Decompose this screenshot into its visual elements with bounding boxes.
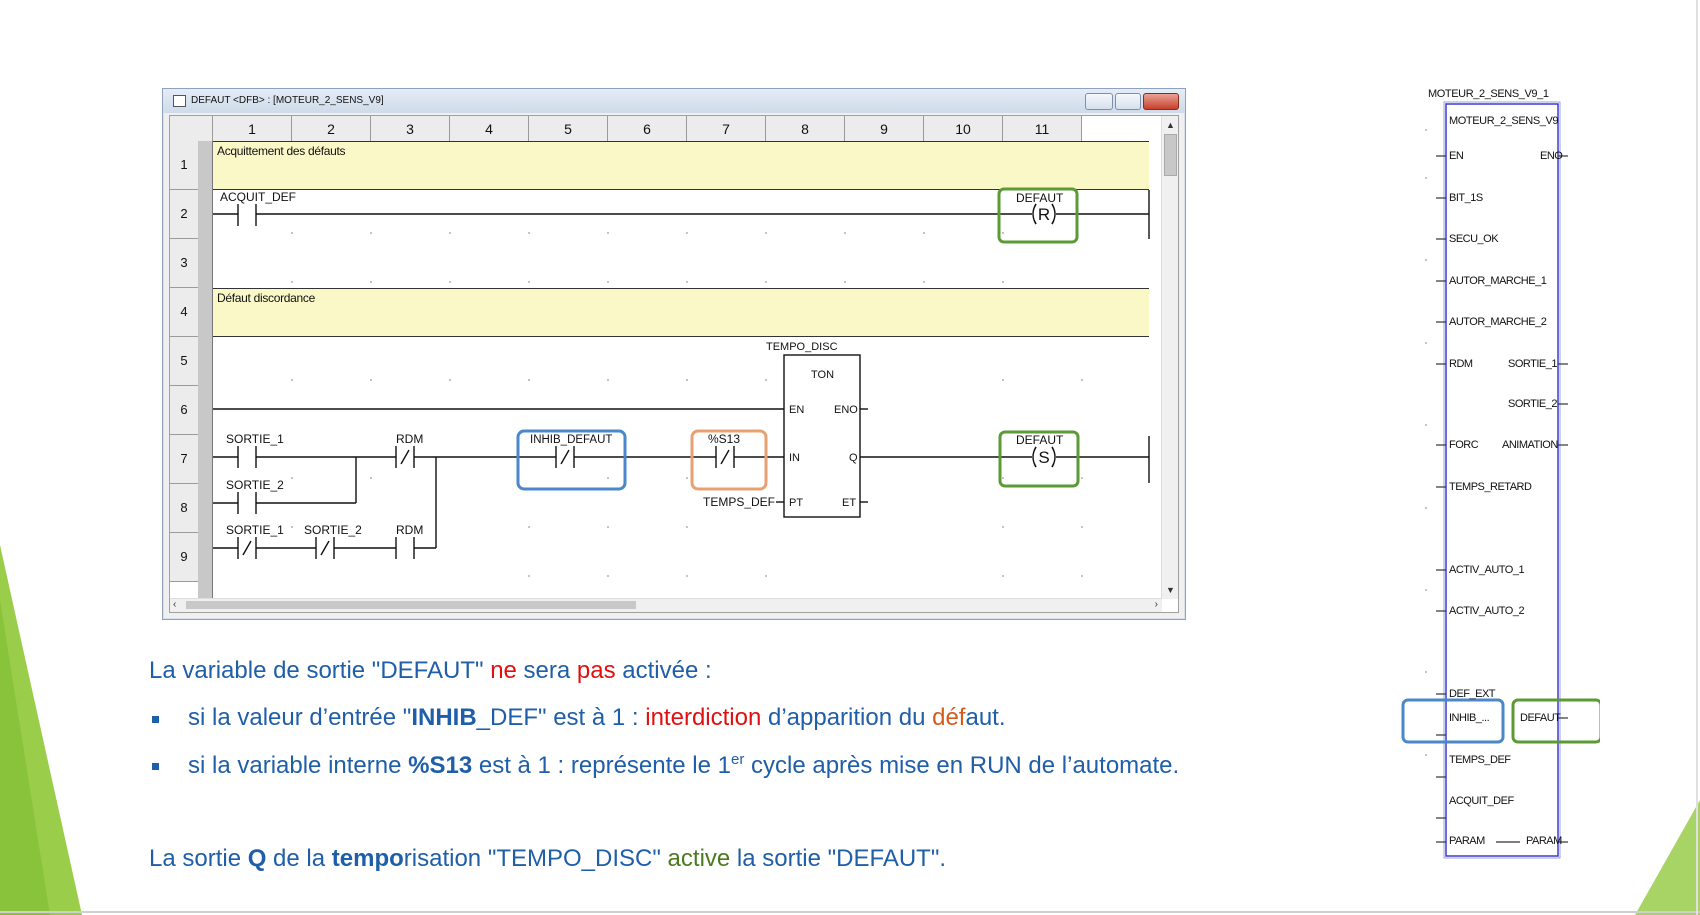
row-header[interactable]: 2 bbox=[170, 190, 199, 239]
timer-pin-q: Q bbox=[849, 452, 858, 464]
row-header[interactable]: 3 bbox=[170, 239, 199, 288]
dfb-type-name: MOTEUR_2_SENS_V9 bbox=[1449, 115, 1559, 127]
highlight-defaut-set bbox=[998, 430, 1080, 488]
dfb-block[interactable] bbox=[1380, 100, 1600, 880]
minimize-button[interactable] bbox=[1085, 93, 1113, 110]
dfb-input-pin[interactable]: RDM bbox=[1449, 358, 1473, 370]
text-line-4: La sortie Q de la temporisation "TEMPO_D… bbox=[149, 845, 947, 872]
left-power-rail-gutter bbox=[198, 141, 213, 599]
highlight-s13 bbox=[690, 429, 768, 491]
timer-type: TON bbox=[811, 369, 834, 381]
window-titlebar[interactable]: DEFAUT <DFB> : [MOTEUR_2_SENS_V9] bbox=[163, 89, 1185, 113]
dfb-output-pin[interactable]: ANIMATION bbox=[1502, 439, 1558, 451]
window-app-icon bbox=[173, 95, 186, 107]
column-header[interactable]: 3 bbox=[371, 116, 450, 142]
left-green-accent-dark bbox=[0, 600, 50, 915]
hscroll-thumb[interactable] bbox=[186, 601, 636, 609]
timer-instance-name[interactable]: TEMPO_DISC bbox=[766, 341, 838, 353]
dfb-output-pin[interactable]: PARAM bbox=[1526, 835, 1562, 847]
right-green-accent bbox=[1635, 800, 1700, 915]
dfb-output-pin[interactable]: SORTIE_2 bbox=[1508, 398, 1558, 410]
dfb-input-pin[interactable]: SECU_OK bbox=[1449, 233, 1499, 245]
scroll-right-arrow-icon[interactable]: › bbox=[1154, 599, 1158, 610]
bullet-icon bbox=[152, 716, 159, 723]
dfb-instance-name: MOTEUR_2_SENS_V9_1 bbox=[1428, 88, 1549, 100]
dfb-output-pin[interactable]: SORTIE_1 bbox=[1508, 358, 1558, 370]
maximize-button[interactable] bbox=[1115, 93, 1141, 110]
contact-sortie-2[interactable]: SORTIE_2 bbox=[226, 478, 284, 492]
dfb-input-pin[interactable]: AUTOR_MARCHE_1 bbox=[1449, 275, 1547, 287]
coil-defaut-reset-label[interactable]: DEFAUT bbox=[1016, 191, 1064, 205]
dfb-input-pin[interactable]: TEMPS_RETARD bbox=[1449, 481, 1532, 493]
contact-sortie-1-neg[interactable]: SORTIE_1 bbox=[226, 523, 284, 537]
close-button[interactable] bbox=[1143, 93, 1179, 110]
timer-pin-eno: ENO bbox=[834, 404, 858, 416]
contact-inhib-defaut[interactable]: INHIB_DEFAUT bbox=[530, 434, 612, 446]
row-header[interactable]: 9 bbox=[170, 533, 199, 582]
dfb-input-pin[interactable]: FORC bbox=[1449, 439, 1479, 451]
row-header[interactable]: 7 bbox=[170, 435, 199, 484]
timer-pin-pt: PT bbox=[789, 497, 803, 509]
dfb-output-pin[interactable]: ENO bbox=[1540, 150, 1563, 162]
contact-rdm[interactable]: RDM bbox=[396, 432, 423, 446]
reset-coil-symbol: R bbox=[1038, 205, 1050, 224]
comment-text: Défaut discordance bbox=[217, 291, 315, 305]
highlight-inhib-defaut bbox=[516, 429, 627, 491]
dfb-input-pin[interactable]: BIT_1S bbox=[1449, 192, 1483, 204]
dfb-input-pin[interactable]: EN bbox=[1449, 150, 1464, 162]
comment-row-4[interactable]: Défaut discordance bbox=[213, 288, 1149, 337]
dfb-input-pin[interactable]: PARAM bbox=[1449, 835, 1485, 847]
column-header[interactable]: 1 bbox=[213, 116, 292, 142]
dfb-input-pin[interactable]: DEF_EXT bbox=[1449, 688, 1496, 700]
text-line-1: La variable de sortie "DEFAUT" ne sera p… bbox=[149, 657, 712, 684]
dfb-input-pin[interactable]: INHIB_... bbox=[1449, 712, 1490, 724]
ladder-diagram[interactable]: ACQUIT_DEF DEFAUT R TEMPO_DISC TON EN EN… bbox=[170, 116, 1162, 599]
scroll-left-arrow-icon[interactable]: ‹ bbox=[173, 599, 177, 610]
column-header[interactable]: 5 bbox=[529, 116, 608, 142]
grid-dots bbox=[291, 232, 1083, 577]
row-header[interactable]: 4 bbox=[170, 288, 199, 337]
contact-acquit-def[interactable]: ACQUIT_DEF bbox=[220, 190, 296, 204]
highlight-inhib-pin bbox=[1401, 698, 1505, 744]
scroll-up-arrow-icon[interactable]: ▲ bbox=[1166, 120, 1175, 130]
column-header[interactable]: 6 bbox=[608, 116, 687, 142]
scroll-down-arrow-icon[interactable]: ▼ bbox=[1166, 585, 1175, 595]
comment-text: Acquittement des défauts bbox=[217, 144, 346, 158]
window-title: DEFAUT <DFB> : [MOTEUR_2_SENS_V9] bbox=[191, 95, 384, 106]
highlight-defaut-pin bbox=[1511, 698, 1600, 744]
contact-sortie-2-neg[interactable]: SORTIE_2 bbox=[304, 523, 362, 537]
set-coil-symbol: S bbox=[1038, 448, 1049, 467]
contact-rdm-2[interactable]: RDM bbox=[396, 523, 423, 537]
dfb-output-pin[interactable]: DEFAUT bbox=[1520, 712, 1561, 724]
dfb-input-pin[interactable]: ACTIV_AUTO_1 bbox=[1449, 564, 1525, 576]
timer-pin-en: EN bbox=[789, 404, 804, 416]
ladder-editor-window[interactable]: DEFAUT <DFB> : [MOTEUR_2_SENS_V9] 1 2 3 … bbox=[162, 88, 1186, 620]
grid-corner bbox=[170, 116, 199, 142]
text-bullet-2: si la variable interne %S13 est à 1 : re… bbox=[188, 751, 1180, 779]
vertical-scrollbar[interactable]: ▲ ▼ bbox=[1161, 116, 1178, 599]
horizontal-scrollbar[interactable]: ‹ › bbox=[170, 598, 1162, 612]
timer-pin-in: IN bbox=[789, 452, 800, 464]
column-header[interactable]: 10 bbox=[924, 116, 1003, 142]
dfb-input-pin[interactable]: ACQUIT_DEF bbox=[1449, 795, 1514, 807]
dfb-input-pin[interactable]: ACTIV_AUTO_2 bbox=[1449, 605, 1525, 617]
ladder-grid[interactable]: 1 2 3 4 5 6 7 8 9 10 11 1 2 3 4 5 6 7 8 … bbox=[169, 115, 1179, 613]
dfb-input-pin[interactable]: TEMPS_DEF bbox=[1449, 754, 1511, 766]
bullet-icon bbox=[152, 763, 159, 770]
comment-row-1[interactable]: Acquittement des défauts bbox=[213, 141, 1149, 190]
timer-pin-et: ET bbox=[842, 497, 856, 509]
contact-sortie-1[interactable]: SORTIE_1 bbox=[226, 432, 284, 446]
text-bullet-1: si la valeur d’entrée "INHIB_DEF" est à … bbox=[188, 704, 1006, 731]
timer-pt-variable[interactable]: TEMPS_DEF bbox=[703, 495, 775, 509]
coil-defaut-set-label[interactable]: DEFAUT bbox=[1016, 433, 1064, 447]
scroll-thumb[interactable] bbox=[1164, 134, 1177, 176]
highlight-defaut-reset bbox=[997, 187, 1079, 244]
dfb-input-pin[interactable]: AUTOR_MARCHE_2 bbox=[1449, 316, 1547, 328]
contact-s13[interactable]: %S13 bbox=[708, 432, 740, 446]
